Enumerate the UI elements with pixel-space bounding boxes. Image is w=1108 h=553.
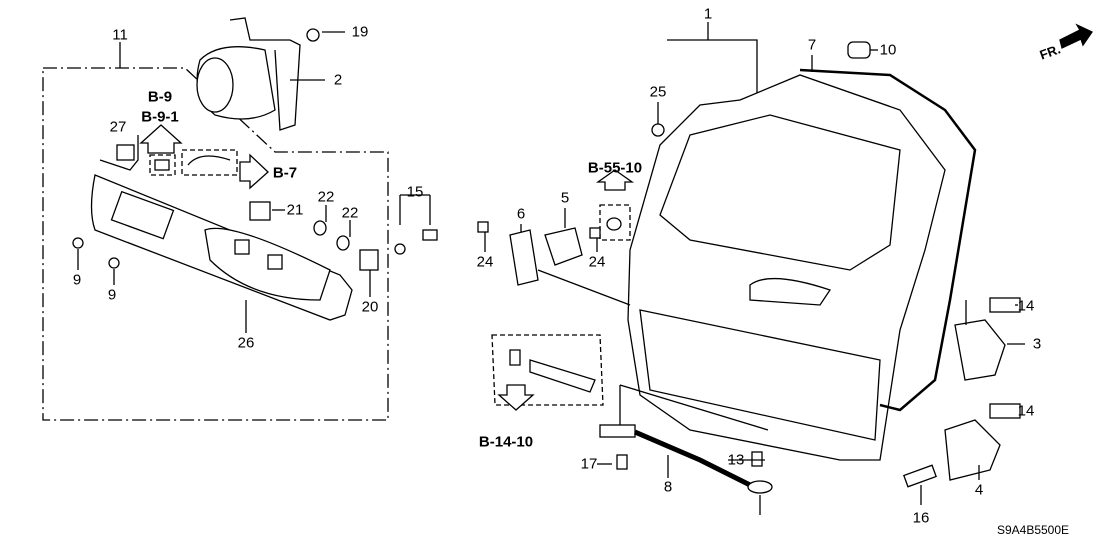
reference-b-9[interactable]: B-9	[147, 88, 173, 106]
callout-6: 6	[516, 205, 526, 223]
callout-24b: 24	[588, 253, 606, 271]
callout-21: 21	[286, 201, 304, 219]
reference-b-9-1[interactable]: B-9-1	[141, 108, 179, 126]
callout-14a: 14	[1017, 297, 1035, 315]
trim-panel-part	[90, 174, 353, 321]
callout-7: 7	[807, 36, 817, 54]
callout-4: 4	[974, 481, 984, 499]
fog-light-part	[196, 17, 301, 131]
callout-22b: 22	[341, 204, 359, 222]
callout-9b: 9	[107, 286, 117, 304]
callout-24a: 24	[476, 253, 494, 271]
reference-b-14-10[interactable]: B-14-10	[478, 433, 534, 451]
callout-26: 26	[237, 334, 255, 352]
callout-19: 19	[351, 23, 369, 41]
callout-9a: 9	[72, 271, 82, 289]
callout-5: 5	[560, 189, 570, 207]
callout-25: 25	[649, 83, 667, 101]
callout-14b: 14	[1017, 402, 1035, 420]
callout-2: 2	[333, 71, 343, 89]
diagram-code: S9A4B5500E	[996, 523, 1070, 537]
callout-10: 10	[879, 41, 897, 59]
reference-b-7[interactable]: B-7	[272, 164, 298, 182]
callout-16: 16	[912, 509, 930, 527]
callout-13: 13	[727, 451, 745, 469]
callout-3: 3	[1032, 335, 1042, 353]
callout-8: 8	[663, 478, 673, 496]
callout-11: 11	[112, 26, 128, 44]
callout-15: 15	[406, 183, 424, 201]
callout-20: 20	[361, 298, 379, 316]
tailgate-part	[627, 74, 946, 461]
callout-1: 1	[703, 5, 713, 23]
callout-22a: 22	[317, 188, 335, 206]
group-11-box	[42, 67, 389, 421]
callout-27: 27	[109, 118, 127, 136]
callout-17: 17	[580, 455, 598, 473]
reference-b-55-10[interactable]: B-55-10	[587, 159, 643, 177]
